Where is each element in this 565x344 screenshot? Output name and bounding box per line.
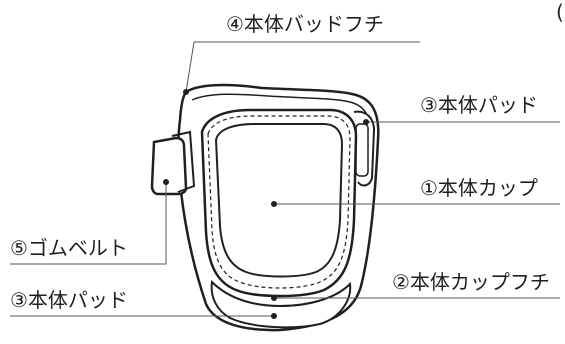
dot-cup-edge (271, 295, 277, 301)
pad-edge-inner (191, 93, 372, 141)
leader-rubber-belt (10, 182, 167, 265)
label-cup-edge: ②本体カップフチ (392, 270, 550, 294)
rubber-belt (150, 136, 188, 196)
dot-cup (271, 201, 277, 207)
label-pad-right: ③本体パッド (420, 93, 538, 117)
label-pad-bottom: ③本体パッド (10, 288, 128, 312)
label-rubber-belt: ⑤ゴムベルト (10, 236, 128, 260)
label-pad-edge: ④本体バッドフチ (226, 12, 384, 36)
label-cup: ①本体カップ (420, 176, 538, 200)
cup (214, 123, 344, 278)
dot-pad-bottom (271, 313, 277, 319)
dot-pad-right (363, 119, 369, 125)
dot-rubber-belt (163, 179, 169, 185)
label-corner-mark: ( (556, 0, 564, 24)
cup-edge-stitch (207, 115, 351, 289)
leader-pad-edge (185, 41, 420, 93)
right-pad (353, 110, 376, 187)
rubber-belt-buckle (171, 130, 196, 193)
dot-pad-edge (183, 89, 189, 95)
